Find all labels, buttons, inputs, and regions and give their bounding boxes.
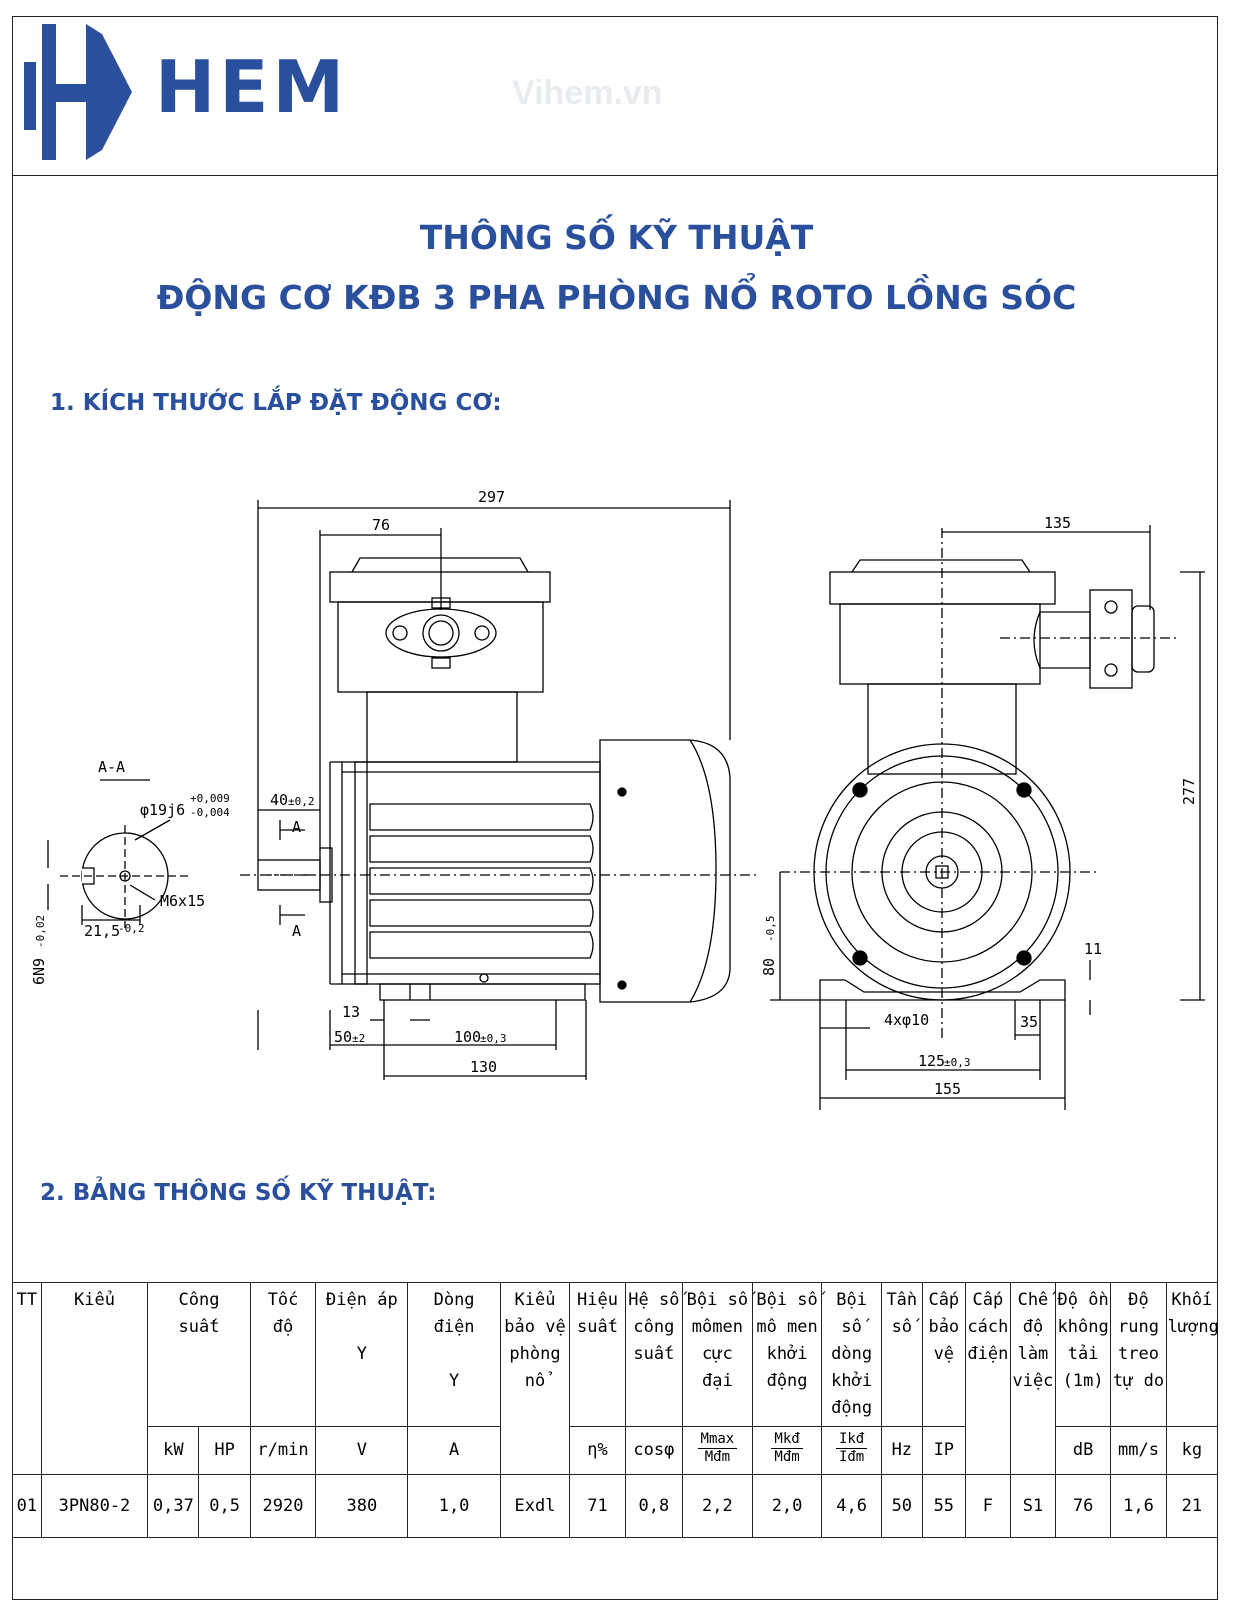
page-subtitle: ĐỘNG CƠ KĐB 3 PHA PHÒNG NỔ ROTO LỒNG SÓC <box>156 278 1077 317</box>
unit-hz: Hz <box>880 1426 923 1475</box>
unit-mms: mm/s <box>1110 1426 1167 1475</box>
dim-foot-edge: 35 <box>1020 1013 1038 1031</box>
dim-hole-width-tol: ±0,3 <box>944 1056 971 1069</box>
cell-rpm: 2920 <box>249 1474 317 1538</box>
unit-rpm: r/min <box>249 1426 317 1475</box>
dim-hole-spacing: 100 <box>454 1028 481 1046</box>
dim-keyway: 6N9 <box>30 958 48 985</box>
dim-hole-spacing-tol: ±0,3 <box>480 1032 507 1045</box>
cell-mmax: 2,2 <box>682 1474 753 1538</box>
cell-kieu: 3PN80-2 <box>40 1474 149 1538</box>
unit-v: V <box>315 1426 409 1475</box>
unit-hp: HP <box>198 1426 251 1475</box>
watermark: Vihem.vn <box>512 74 663 112</box>
cell-cach-dien: F <box>964 1474 1011 1538</box>
dim-box-width: 135 <box>1044 514 1071 532</box>
dim-shaft-tol-lower: -0,004 <box>190 806 230 819</box>
cell-kw: 0,37 <box>147 1474 200 1538</box>
dim-foot-thickness: 11 <box>1084 940 1102 958</box>
dim-overall-height: 277 <box>1180 778 1198 805</box>
dim-keyway-tol: -0,02 <box>34 915 47 948</box>
dim-foot-width: 155 <box>934 1080 961 1098</box>
dim-foot-length: 130 <box>470 1058 497 1076</box>
table-row: 01 3PN80-2 0,37 0,5 2920 380 1,0 Exdl 71… <box>12 1474 1219 1538</box>
cell-db: 76 <box>1054 1474 1112 1538</box>
cell-kg: 21 <box>1165 1474 1219 1538</box>
cell-che-do: S1 <box>1009 1474 1056 1538</box>
dim-key-height-tol: -0,2 <box>118 922 145 935</box>
dim-thread: M6x15 <box>160 892 205 910</box>
page-title: THÔNG SỐ KỸ THUẬT <box>419 218 814 257</box>
header-band <box>12 16 1218 176</box>
dim-center-height: 80 <box>760 958 778 976</box>
dim-shaft-length-tol: ±0,2 <box>288 795 315 808</box>
cell-eff: 71 <box>569 1474 626 1538</box>
cell-tt: 01 <box>12 1474 42 1538</box>
dim-front-to-hole-tol: ±2 <box>352 1032 365 1045</box>
dim-shaft-tol-upper: +0,009 <box>190 792 230 805</box>
cell-bao-ve: Exdl <box>499 1474 571 1538</box>
dim-shaft-length: 40 <box>270 791 288 809</box>
cell-mms: 1,6 <box>1110 1474 1167 1538</box>
cell-cos: 0,8 <box>624 1474 684 1538</box>
hem-logo: HEM <box>24 24 340 160</box>
unit-eff: η% <box>569 1426 626 1475</box>
th-tt: TT <box>12 1282 42 1475</box>
section-dimensions-heading: 1. KÍCH THƯỚC LẮP ĐẶT ĐỘNG CƠ: <box>50 390 502 416</box>
motor-drawing: A-A φ19j6 +0,009 -0,004 M6x15 21,5 -0,2 … <box>30 488 1205 1110</box>
unit-ip: IP <box>921 1426 966 1475</box>
logo-text: HEM <box>155 45 340 129</box>
cell-hp: 0,5 <box>198 1474 251 1538</box>
dim-foot-offset: 13 <box>342 1003 360 1021</box>
dim-front-to-hole: 50 <box>334 1028 352 1046</box>
th-kieu: Kiểu <box>40 1282 149 1475</box>
unit-kw: kW <box>147 1426 200 1475</box>
dim-center-height-tol: -0,5 <box>764 916 777 943</box>
dim-cut-a-bottom: A <box>292 922 301 940</box>
cell-ikd: 4,6 <box>821 1474 882 1538</box>
cell-ip: 55 <box>921 1474 966 1538</box>
unit-db: dB <box>1054 1426 1112 1475</box>
dim-cut-a-top: A <box>292 818 301 836</box>
dim-key-height: 21,5 <box>84 922 120 940</box>
cell-a: 1,0 <box>407 1474 501 1538</box>
dim-shaft-dia: φ19j6 <box>140 801 185 819</box>
unit-a: A <box>407 1426 501 1475</box>
cell-v: 380 <box>315 1474 409 1538</box>
dim-overall-length: 297 <box>478 488 505 506</box>
cell-mkd: 2,0 <box>751 1474 823 1538</box>
dim-holes: 4xφ10 <box>884 1011 929 1029</box>
unit-kg: kg <box>1165 1426 1219 1475</box>
dim-box-offset: 76 <box>372 516 390 534</box>
unit-cos: cosφ <box>624 1426 684 1475</box>
cell-hz: 50 <box>880 1474 923 1538</box>
dim-section-label: A-A <box>98 758 125 776</box>
dim-hole-width: 125 <box>918 1052 945 1070</box>
section-specs-heading: 2. BẢNG THÔNG SỐ KỸ THUẬT: <box>40 1180 437 1206</box>
